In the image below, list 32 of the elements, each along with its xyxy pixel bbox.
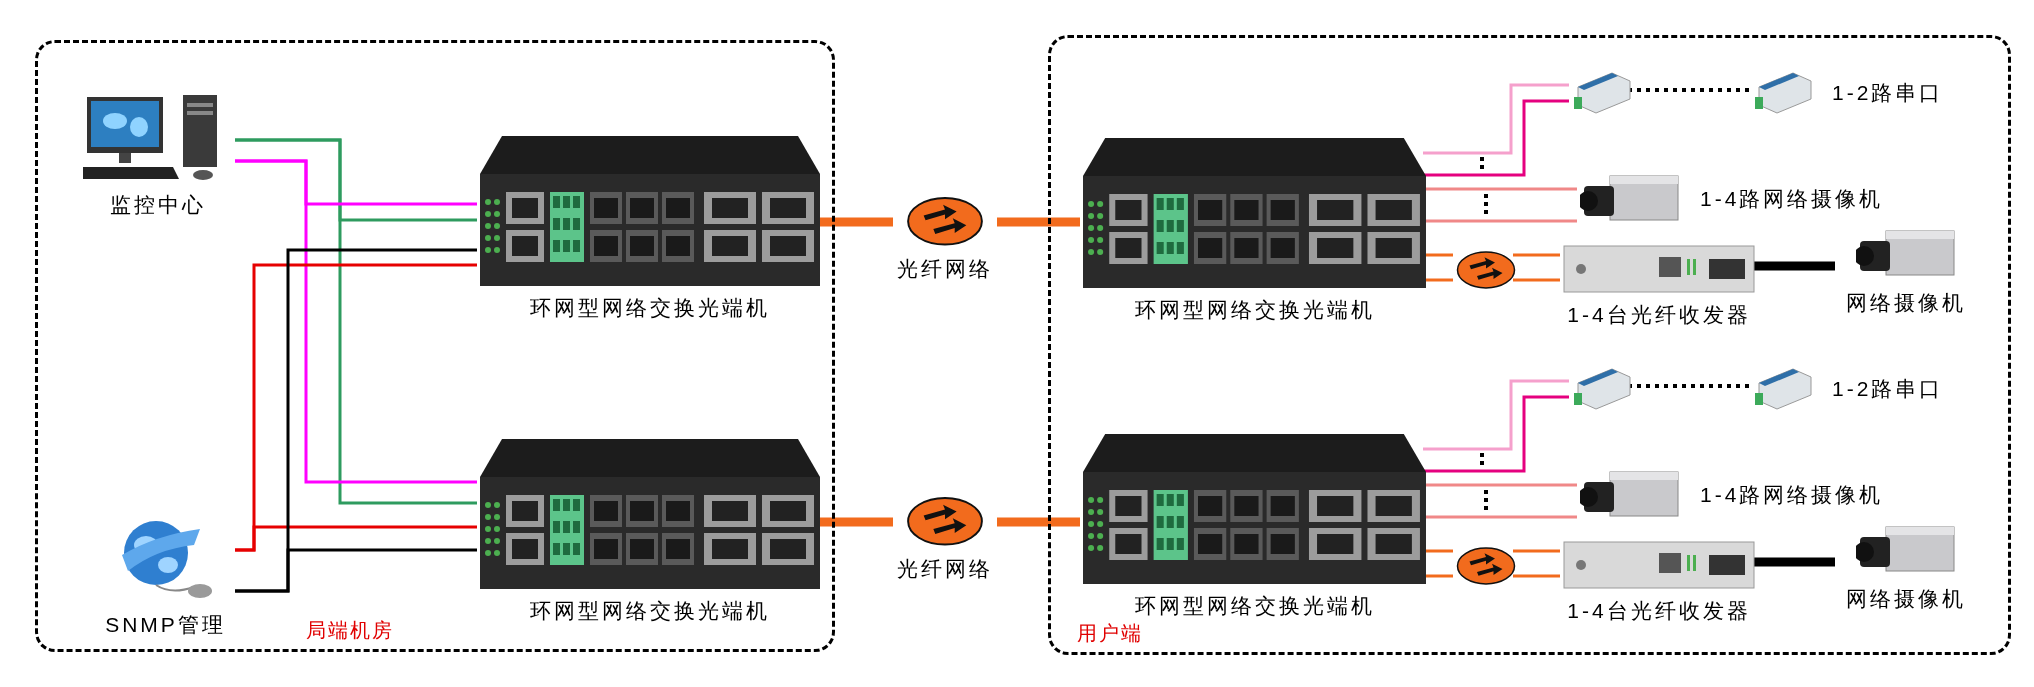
device-label: 网络摄像机: [1845, 290, 1966, 316]
device-label: 网络摄像机: [1845, 586, 1966, 612]
dashed-region: [1048, 35, 2011, 655]
cable-line: [1423, 99, 1569, 177]
cable-line: [235, 525, 477, 552]
cable-line: [1513, 574, 1560, 578]
device-label: 环网型网络交换光端机: [1134, 297, 1375, 323]
area-label: 局端机房: [306, 618, 394, 643]
device-label: SNMP管理: [105, 612, 226, 638]
device-label: 环网型网络交换光端机: [530, 598, 770, 624]
device-label: 1-2路串口: [1832, 80, 1944, 107]
cable-line: [1513, 549, 1560, 553]
cable-line: [1423, 395, 1569, 473]
cable-line: [235, 548, 477, 593]
device-label: 环网型网络交换光端机: [530, 295, 770, 321]
device-label: 1-4台光纤收发器: [1567, 598, 1751, 624]
device-label: 1-4台光纤收发器: [1567, 302, 1751, 328]
device-label: 光纤网络: [897, 555, 993, 582]
device-label: 监控中心: [110, 192, 206, 218]
cable-line: [1513, 253, 1560, 257]
cable-line: [1423, 83, 1569, 155]
device-label: 环网型网络交换光端机: [1134, 593, 1375, 619]
cable-line: [1423, 379, 1569, 451]
device-label: 1-4路网络摄像机: [1700, 186, 1884, 213]
cable-line: [997, 517, 1080, 527]
device-label: 光纤网络: [897, 255, 993, 282]
device-label: 1-4路网络摄像机: [1700, 482, 1884, 509]
cable-line: [997, 217, 1080, 227]
area-label: 用户端: [1077, 621, 1143, 646]
device-label: 1-2路串口: [1832, 376, 1944, 403]
cable-line: [1513, 278, 1560, 282]
dashed-region: [35, 40, 835, 652]
